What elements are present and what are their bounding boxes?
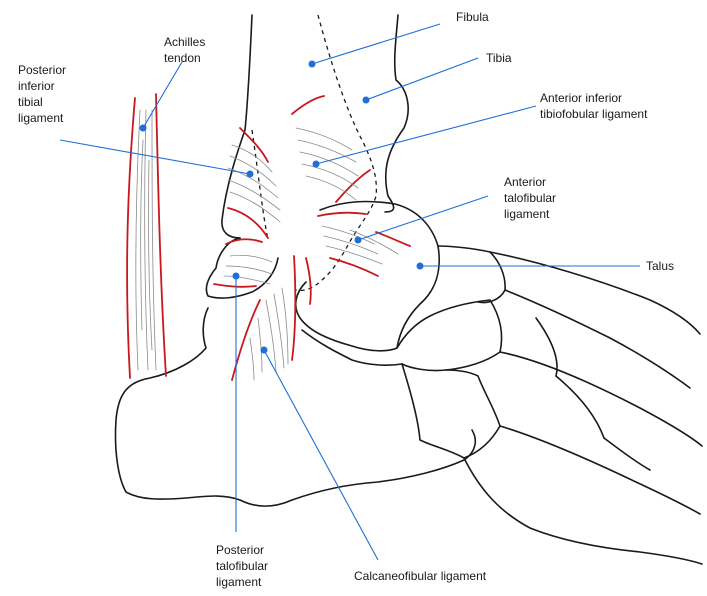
metatarsal-divider-a <box>536 318 557 376</box>
calcaneus-top <box>302 330 402 365</box>
ligament-fiber <box>258 318 262 372</box>
posterior-talofibular-ligament <box>214 239 272 287</box>
tibia-outline <box>385 15 408 212</box>
ligament-edge <box>292 96 324 114</box>
ligament-edge <box>240 128 268 162</box>
ligament-fiber <box>266 300 276 372</box>
achilles-tendon <box>127 94 166 378</box>
achilles-edge-right <box>156 94 166 376</box>
achilles-fiber <box>141 140 143 330</box>
label-fibula: Fibula <box>456 10 489 24</box>
achilles-fiber <box>145 110 148 370</box>
talus-outline <box>296 202 439 351</box>
ligament-fiber <box>226 266 272 274</box>
ligament-edge <box>330 258 378 276</box>
leader-tibia <box>366 58 478 100</box>
cuboid-outline <box>402 364 500 458</box>
ligament-fiber <box>322 226 374 244</box>
label-anterior-talofibular-ligament: Anterior talofibular ligament <box>504 175 559 221</box>
dot-talus <box>417 263 424 270</box>
ligament-fiber <box>250 338 254 380</box>
dot-post-inf-tibial <box>247 171 254 178</box>
metatarsal-1b <box>505 290 690 388</box>
label-calcaneofibular-ligament: Calcaneofibular ligament <box>354 569 487 583</box>
anterior-inferior-tibiofibular-ligament <box>292 96 370 202</box>
fibula-outline <box>222 15 252 238</box>
dot-post-talofibular <box>233 273 240 280</box>
achilles-fiber <box>152 110 156 370</box>
achilles-fiber <box>148 160 152 350</box>
dot-tibia <box>363 97 370 104</box>
ligament-edge <box>318 213 366 216</box>
leader-post-inf-tibial <box>60 140 250 174</box>
navicular-outline <box>397 300 502 371</box>
ligament-edge <box>292 256 295 360</box>
metatarsal-4 <box>464 458 702 564</box>
label-talus: Talus <box>646 259 674 273</box>
leader-achilles <box>143 62 182 128</box>
label-tibia: Tibia <box>486 51 512 65</box>
dot-ant-inf-tibiofibular <box>313 161 320 168</box>
dot-ant-talofibular <box>355 237 362 244</box>
ligament-fiber <box>296 128 352 150</box>
ligament-fiber <box>326 246 382 264</box>
dot-achilles <box>140 125 147 132</box>
ligament-fiber <box>274 294 284 368</box>
ligament-fiber <box>298 140 356 162</box>
dot-fibula <box>309 61 316 68</box>
label-posterior-talofibular-ligament: Posterior talofibular ligament <box>216 543 271 589</box>
leader-fibula <box>312 24 440 64</box>
ligament-fiber <box>230 192 280 222</box>
ligament-fiber <box>224 276 270 284</box>
label-anterior-inferior-tibiofibular-ligament: Anterior inferior tibiofobular ligament <box>540 91 648 121</box>
dot-calcaneofibular <box>261 347 268 354</box>
leader-ant-inf-tibiofibular <box>316 106 536 164</box>
posterior-inferior-tibial-ligament <box>228 128 280 238</box>
ligament-edge <box>226 239 262 244</box>
ligament-fiber <box>228 180 280 210</box>
achilles-edge-left <box>127 98 135 378</box>
metatarsal-3 <box>500 426 700 514</box>
ligament-fiber <box>230 255 272 262</box>
talus-neck <box>438 246 505 303</box>
ligament-edge <box>228 208 268 238</box>
metatarsal-divider-b <box>556 376 604 438</box>
label-achilles-tendon: Achilles tendon <box>164 35 209 65</box>
metatarsal-divider-c <box>604 438 650 470</box>
ligament-edge <box>306 258 311 304</box>
fibula-hidden-edge <box>252 130 268 240</box>
ligament-edge <box>214 284 256 287</box>
ligament-fiber <box>302 164 358 188</box>
achilles-fiber <box>136 110 140 370</box>
anterior-talofibular-ligament <box>318 213 410 276</box>
label-posterior-inferior-tibial-ligament: Posterior inferior tibial ligament <box>18 63 69 125</box>
lateral-malleolus-outline <box>206 238 278 298</box>
leader-calcaneofibular <box>264 350 378 560</box>
